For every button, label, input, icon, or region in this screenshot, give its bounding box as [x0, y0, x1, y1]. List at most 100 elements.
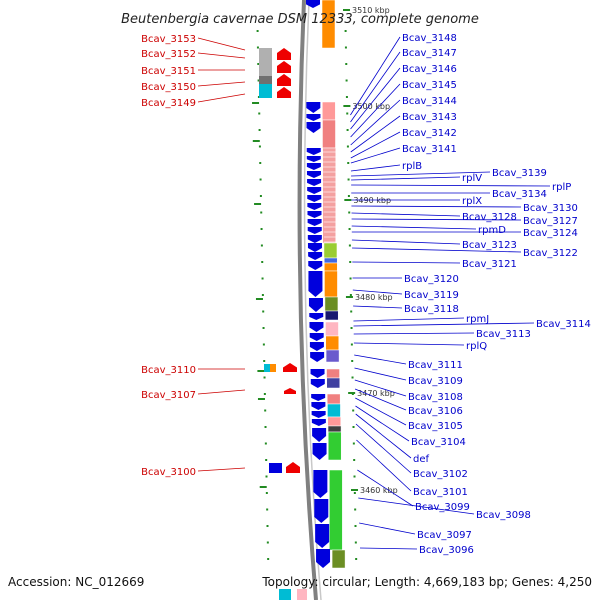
feature-block	[324, 270, 338, 298]
label-leader	[351, 225, 477, 230]
tick-dot	[344, 46, 347, 49]
gene-label-right: rpmD	[478, 225, 506, 236]
kbp-tick-label: 3490 kbp	[353, 196, 391, 205]
tick-dot	[265, 492, 268, 494]
label-leader	[350, 99, 401, 146]
label-leader	[351, 176, 461, 181]
gene-label-right: Bcav_3098	[476, 510, 531, 521]
feature-block	[259, 76, 272, 84]
reverse-gene-arrow	[306, 114, 321, 121]
gene-label-right: Bcav_3145	[402, 80, 457, 91]
reverse-gene-arrow	[311, 394, 326, 401]
feature-block	[259, 84, 272, 98]
tick-dot	[261, 277, 264, 280]
tick-dot	[354, 508, 357, 511]
label-leader	[197, 93, 246, 103]
reverse-gene-arrow	[308, 271, 323, 297]
label-leader	[351, 212, 461, 217]
gene-label-right: Bcav_3111	[408, 360, 463, 371]
feature-block	[324, 262, 338, 272]
label-leader	[353, 322, 535, 327]
major-tick	[255, 298, 263, 300]
gene-label-left: Bcav_3149	[141, 98, 196, 109]
reverse-gene-arrow	[308, 298, 323, 312]
tick-dot	[353, 475, 356, 478]
tick-dot	[348, 211, 351, 214]
feature-block	[297, 589, 307, 600]
tick-dot	[346, 112, 349, 115]
gene-label-right: Bcav_3130	[523, 203, 578, 214]
reverse-gene-arrow	[316, 549, 331, 568]
label-leader	[197, 467, 246, 472]
kbp-tick-label: 3510 kbp	[352, 6, 390, 15]
tick-dot	[354, 541, 357, 544]
label-leader	[352, 247, 522, 253]
reverse-gene-arrow	[307, 243, 322, 252]
gene-label-right: Bcav_3144	[402, 96, 457, 107]
label-leader	[351, 184, 551, 187]
feature-block	[322, 119, 336, 149]
label-leader	[353, 305, 403, 309]
tick-dot	[266, 508, 269, 511]
label-leader	[358, 497, 475, 515]
gene-label-right: Bcav_3101	[413, 487, 468, 498]
tick-dot	[353, 459, 356, 461]
gene-label-right: Bcav_3141	[402, 144, 457, 155]
feature-block	[324, 310, 339, 321]
tick-dot	[345, 96, 348, 98]
feature-block	[259, 48, 272, 76]
reverse-gene-arrow	[310, 369, 325, 378]
reverse-gene-arrow	[307, 187, 322, 194]
tick-dot	[262, 343, 265, 346]
label-leader	[350, 164, 401, 172]
tick-dot	[256, 46, 259, 49]
gene-label-right: def	[413, 454, 430, 465]
gene-label-right: Bcav_3102	[413, 469, 468, 480]
tick-dot	[354, 525, 357, 527]
tick-dot	[257, 79, 260, 82]
kbp-tick-label: 3460 kbp	[360, 486, 398, 495]
tick-dot	[345, 79, 348, 82]
tick-dot	[261, 261, 264, 263]
feature-block	[264, 364, 270, 372]
gene-label-right: rplV	[462, 173, 482, 184]
feature-block	[323, 257, 338, 264]
tick-dot	[263, 360, 266, 362]
tick-dot	[349, 294, 352, 296]
gene-label-right: Bcav_3099	[415, 502, 470, 513]
major-tick	[345, 296, 353, 298]
tick-dot	[263, 376, 266, 379]
reverse-gene-arrow	[309, 333, 324, 341]
tick-dot	[344, 30, 347, 32]
reverse-gene-arrow	[313, 470, 328, 498]
reverse-gene-arrow	[308, 261, 323, 270]
reverse-gene-arrow	[314, 499, 329, 523]
label-leader	[350, 131, 401, 159]
reverse-gene-arrow	[307, 195, 322, 202]
gene-label-right: Bcav_3146	[402, 64, 457, 75]
tick-dot	[347, 195, 350, 197]
tick-dot	[267, 558, 270, 560]
reverse-gene-arrow	[311, 419, 326, 426]
label-leader	[197, 81, 246, 87]
label-leader	[351, 239, 461, 245]
gene-label-right: Bcav_3104	[411, 437, 466, 448]
tick-dot	[350, 343, 353, 346]
label-leader	[353, 342, 465, 346]
reverse-gene-arrow	[307, 235, 322, 243]
label-leader	[350, 51, 401, 123]
major-tick	[348, 392, 356, 394]
feature-block	[326, 393, 341, 405]
topology-text: Topology: circular; Length: 4,669,183 bp…	[261, 575, 592, 589]
major-tick	[351, 489, 359, 491]
gene-label-right: Bcav_3123	[462, 240, 517, 251]
major-tick	[343, 105, 351, 107]
reverse-gene-arrow	[315, 524, 330, 548]
gene-label-right: Bcav_3139	[492, 168, 547, 179]
tick-dot	[260, 244, 263, 247]
gene-label-left: Bcav_3150	[141, 82, 196, 93]
tick-dot	[347, 178, 350, 181]
